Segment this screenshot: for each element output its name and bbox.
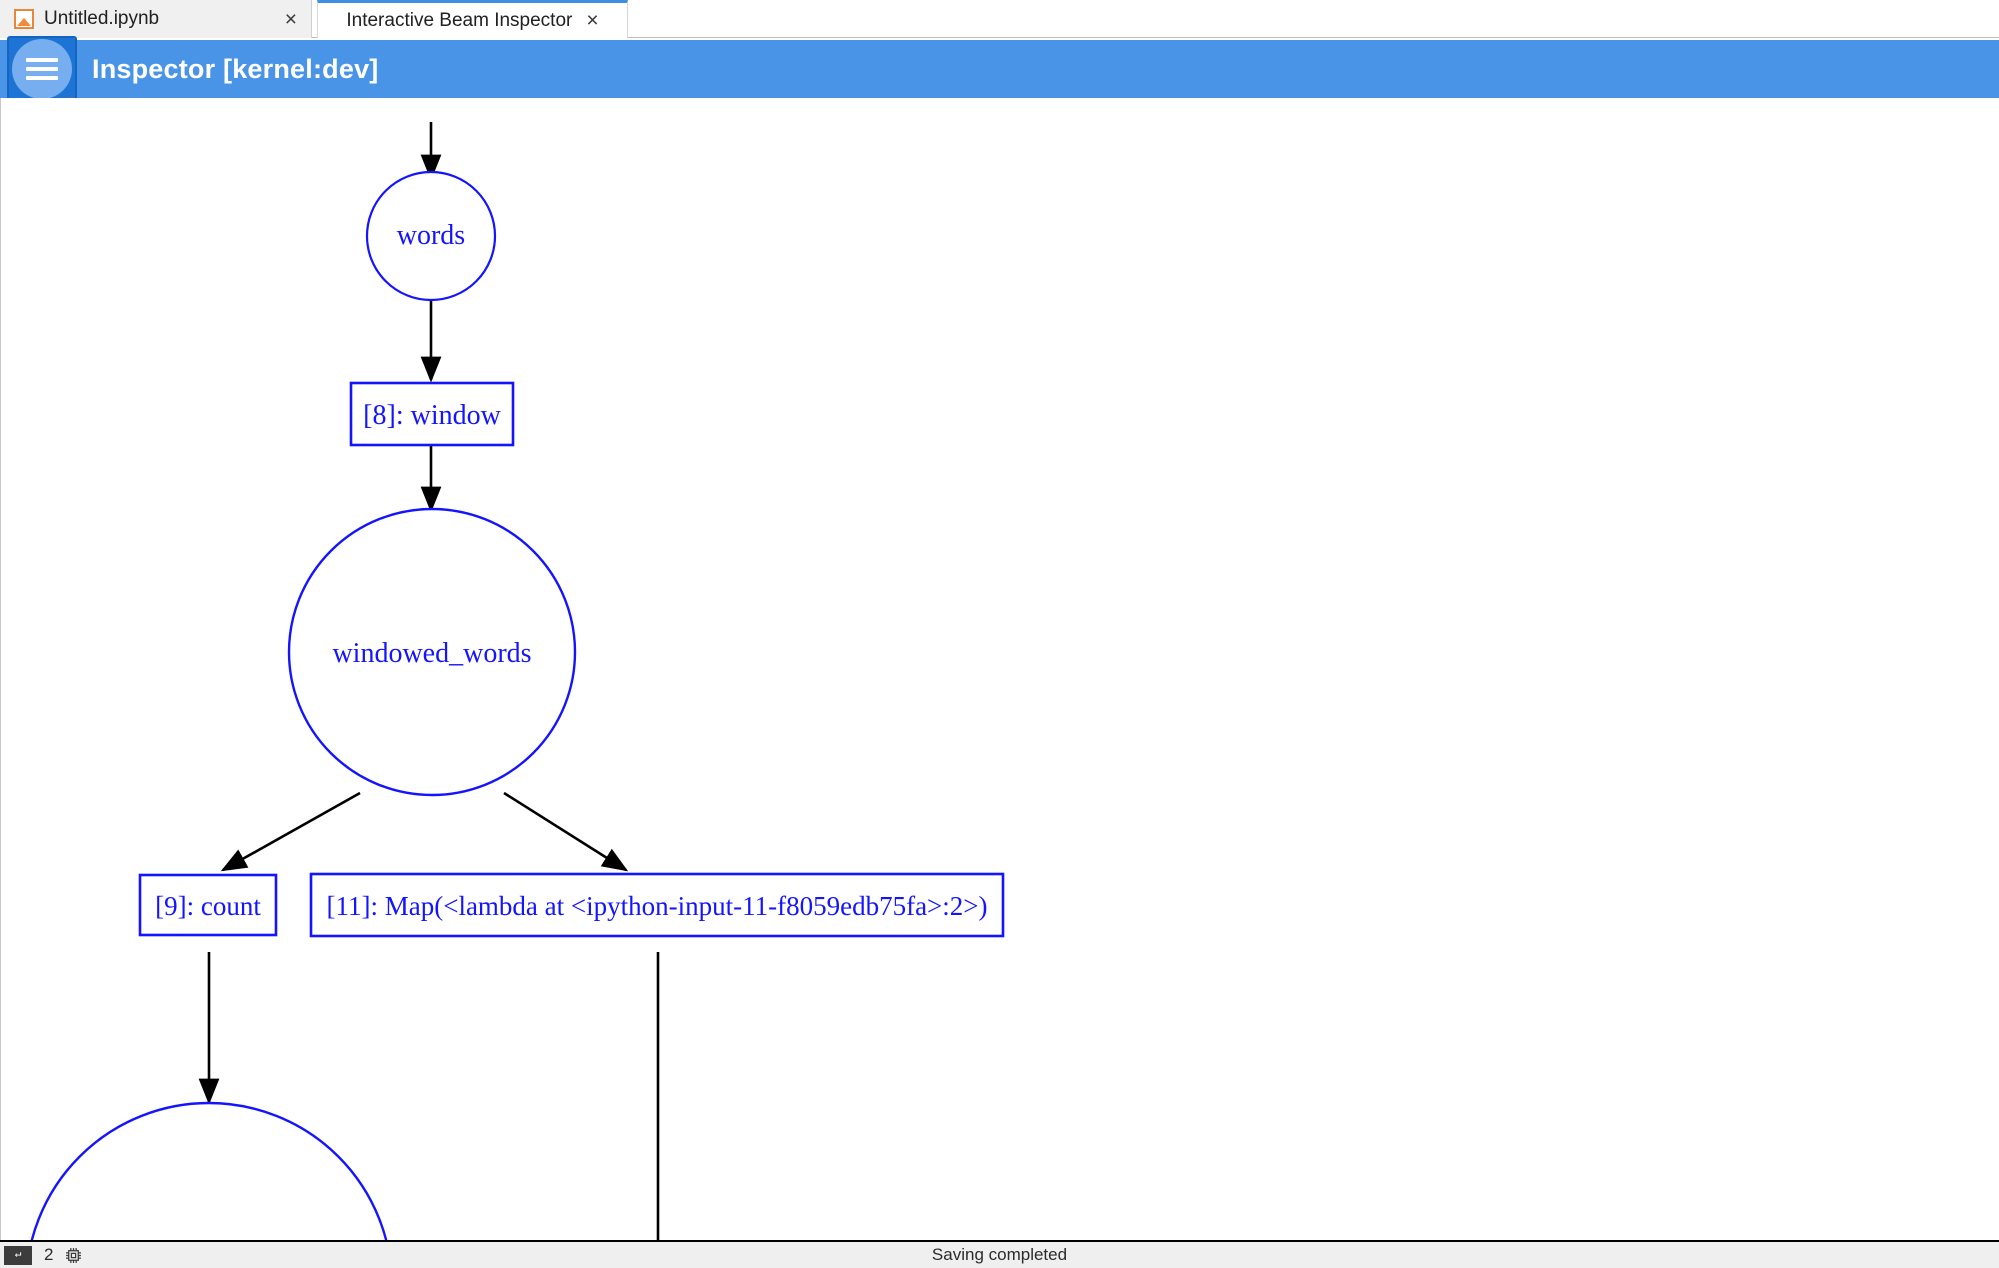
graph-edges: [198, 122, 660, 1240]
tab-untitled-ipynb[interactable]: Untitled.ipynb ×: [0, 0, 312, 38]
node-label: words: [397, 220, 465, 251]
node-label: [11]: Map(<lambda at <ipython-input-11-f…: [327, 891, 988, 921]
tab-label: Untitled.ipynb: [44, 8, 160, 29]
hamburger-line: [26, 76, 58, 80]
node-map[interactable]: [11]: Map(<lambda at <ipython-input-11-f…: [309, 872, 1005, 938]
terminal-glyph: ↵: [14, 1248, 22, 1261]
inspector-header: Inspector [kernel:dev]: [0, 36, 1999, 102]
node-count[interactable]: [9]: count: [138, 873, 278, 937]
tab-interactive-beam-inspector[interactable]: Interactive Beam Inspector ×: [317, 0, 628, 38]
hamburger-line: [26, 58, 58, 62]
status-message: Saving completed: [931, 1245, 1068, 1264]
node-windowed-word-counts[interactable]: windowed_word_counts: [26, 1101, 392, 1240]
graph-svg: words [8]: window windowed_words [9]: co…: [26, 122, 1005, 1240]
terminal-icon[interactable]: ↵: [4, 1245, 32, 1265]
hamburger-line: [26, 67, 58, 71]
page-title: Inspector [kernel:dev]: [92, 53, 379, 84]
hamburger-icon: [12, 39, 72, 99]
close-icon[interactable]: ×: [284, 7, 297, 31]
hamburger-menu-button[interactable]: [7, 36, 77, 102]
edge-windowed-words-to-count: [220, 791, 361, 872]
node-windowed-words[interactable]: windowed_words: [287, 507, 577, 797]
cpu-chip-icon[interactable]: [65, 1247, 82, 1264]
beam-pipeline-graph[interactable]: words [8]: window windowed_words [9]: co…: [0, 98, 1999, 1240]
node-label: [9]: count: [155, 891, 261, 921]
kernel-count: 2: [44, 1245, 54, 1264]
graph-nodes: words [8]: window windowed_words [9]: co…: [26, 170, 1005, 1240]
node-words[interactable]: words: [365, 170, 497, 302]
close-icon[interactable]: ×: [586, 9, 599, 32]
node-window[interactable]: [8]: window: [349, 381, 515, 447]
tab-label: Interactive Beam Inspector: [346, 9, 573, 31]
node-label: [8]: window: [363, 400, 501, 431]
status-bar-left: ↵ 2: [0, 1245, 82, 1265]
node-label: windowed_words: [332, 638, 531, 669]
tab-bar: Untitled.ipynb × Interactive Beam Inspec…: [0, 0, 1999, 38]
edge-windowed-words-to-map: [503, 791, 629, 872]
notebook-icon: [14, 9, 34, 29]
status-bar: ↵ 2: [0, 1240, 1999, 1268]
